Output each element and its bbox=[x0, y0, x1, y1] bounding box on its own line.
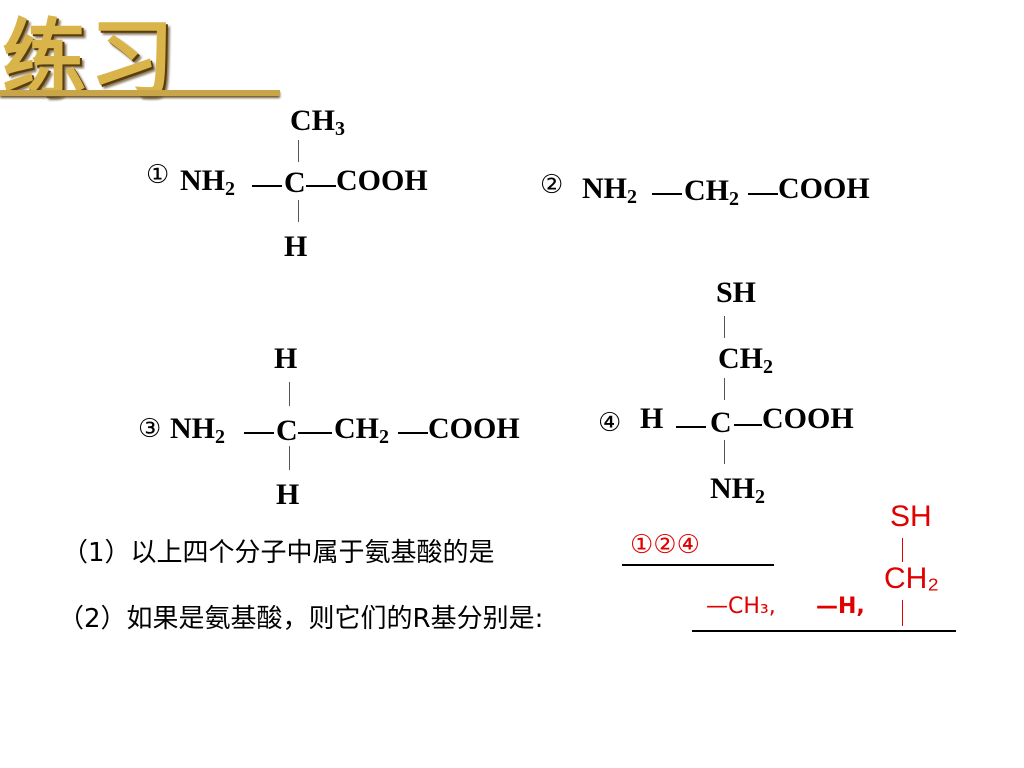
m3-center: C bbox=[276, 414, 298, 447]
m2-c: COOH bbox=[778, 172, 870, 205]
m3-bond-left bbox=[244, 432, 274, 434]
m3-top: H bbox=[274, 342, 298, 375]
question-1-answer: ①②④ bbox=[630, 530, 700, 560]
m3-bond-mid bbox=[298, 432, 332, 434]
m4-bond-left bbox=[676, 426, 706, 428]
m2-a: NH2 bbox=[582, 172, 637, 208]
m4-left: H bbox=[640, 402, 664, 435]
m1-bond-right bbox=[306, 185, 336, 187]
m4-bond-bottom bbox=[724, 440, 725, 464]
m2-b: CH2 bbox=[684, 174, 739, 210]
m4-bottom: NH2 bbox=[710, 472, 765, 508]
title-underline bbox=[0, 90, 280, 96]
question-1-blank bbox=[622, 564, 774, 566]
question-2-blank bbox=[692, 630, 956, 632]
m2-label: ② bbox=[540, 170, 564, 200]
m4-bond-top bbox=[724, 316, 725, 338]
m4-label: ④ bbox=[598, 408, 622, 438]
m1-bond-bottom bbox=[298, 200, 299, 222]
r4-top: SH bbox=[890, 500, 932, 533]
m3-bottom: H bbox=[276, 478, 300, 511]
question-2-answer-a: —CH₃, bbox=[706, 594, 776, 619]
m4-right: COOH bbox=[762, 402, 854, 435]
question-2: （2）如果是氨基酸，则它们的R基分别是: bbox=[58, 604, 544, 634]
m3-mid: CH2 bbox=[334, 412, 389, 448]
m3-right: COOH bbox=[428, 412, 520, 445]
m3-bond-top bbox=[289, 382, 290, 406]
m4-bond-right bbox=[734, 424, 762, 426]
m3-bond-right bbox=[398, 432, 428, 434]
m1-bottom: H bbox=[284, 230, 308, 263]
m1-bond-left bbox=[252, 185, 282, 187]
m3-left: NH2 bbox=[170, 412, 225, 448]
m1-label: ① bbox=[146, 160, 170, 190]
question-1: （1）以上四个分子中属于氨基酸的是 bbox=[62, 538, 495, 568]
m4-center: C bbox=[710, 406, 732, 439]
slide-title: 练习 bbox=[2, 10, 179, 108]
m4-bond-mid bbox=[724, 378, 725, 400]
question-2-answer-b: —H, bbox=[816, 594, 865, 619]
m1-center: C bbox=[284, 166, 306, 199]
m1-bond-top bbox=[298, 140, 299, 162]
m2-bond-1 bbox=[652, 193, 682, 195]
m3-bond-bottom bbox=[289, 446, 290, 470]
r4-bond bbox=[902, 538, 903, 562]
m4-top: SH bbox=[716, 276, 757, 309]
m4-upper: CH2 bbox=[718, 342, 773, 378]
m1-left: NH2 bbox=[180, 164, 235, 200]
m2-bond-2 bbox=[748, 193, 778, 195]
m1-right: COOH bbox=[336, 164, 428, 197]
r4-bond-down bbox=[902, 600, 903, 626]
m1-top: CH3 bbox=[290, 104, 345, 140]
r4-bottom: CH₂ bbox=[884, 562, 939, 595]
m3-label: ③ bbox=[138, 414, 162, 444]
